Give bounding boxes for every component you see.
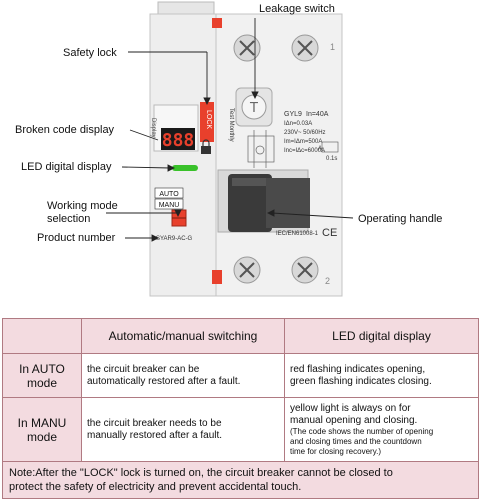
bottom-tab xyxy=(212,270,222,284)
table-note: Note:After the "LOCK" lock is turned on,… xyxy=(2,461,479,499)
spec-in: In=40A xyxy=(306,111,329,118)
callout-leakage-switch: Leakage switch xyxy=(259,3,335,15)
row-auto-display-line1: red flashing indicates opening, xyxy=(290,363,426,375)
led-indicator xyxy=(172,165,198,171)
callout-safety-lock: Safety lock xyxy=(63,47,117,59)
terminal-bottom-number: 2 xyxy=(325,276,330,286)
display-digits: 888 xyxy=(162,130,195,151)
callout-product-number: Product number xyxy=(37,232,116,244)
row-auto-switching: the circuit breaker can be automatically… xyxy=(81,353,285,398)
row-auto-switching-line1: the circuit breaker can be xyxy=(87,363,200,375)
row-manu-switching: the circuit breaker needs to be manually… xyxy=(81,397,285,462)
display-label: Display xyxy=(150,118,156,138)
breaker-diagram: 1 2 T GYL9 In=40A IΔn=0.03A 230V~ 50/60H… xyxy=(15,1,443,297)
mode-table: Automatic/manual switching LED digital d… xyxy=(2,318,479,499)
top-tab xyxy=(212,18,222,28)
callout-broken-code-display: Broken code display xyxy=(15,124,115,136)
table-row-manu: In MANU mode the circuit breaker needs t… xyxy=(2,397,479,462)
standard-label: IEC/EN61008-1 xyxy=(276,231,319,237)
circuit-symbol-icon xyxy=(247,130,275,168)
row-auto-mode: In AUTO mode xyxy=(2,353,82,398)
spec-im: Im=IΔm=500A xyxy=(284,139,322,145)
model-code: SYAR9-AC-G xyxy=(156,236,193,242)
switch-manu-label: MANU xyxy=(159,202,180,209)
left-module xyxy=(149,13,217,297)
row-auto-switching-line2: automatically restored after a fault. xyxy=(87,375,241,387)
callout-led-digital-display: LED digital display xyxy=(21,161,112,173)
spec-type: A xyxy=(318,146,322,152)
table-note-line2: protect the safety of electricity and pr… xyxy=(9,481,302,493)
spec-label: GYL9 In=40A IΔn=0.03A 230V~ 50/60Hz Im=I… xyxy=(284,111,339,162)
broken-code-display: 888 xyxy=(161,128,195,151)
operating-handle[interactable] xyxy=(217,169,310,233)
spec-inc: Inc=IΔc=6000A xyxy=(284,148,325,154)
table-note-line1: Note:After the "LOCK" lock is turned on,… xyxy=(9,467,393,479)
row-manu-mode-line2: mode xyxy=(26,429,58,444)
padlock-icon xyxy=(201,139,211,154)
table-header-empty xyxy=(2,318,82,354)
safety-lock[interactable]: LOCK xyxy=(200,102,214,142)
top-screw-right xyxy=(291,34,319,62)
spec-time: 0.1s xyxy=(326,156,337,162)
mode-switch-labels: AUTO MANU xyxy=(154,187,184,210)
table-header-row: Automatic/manual switching LED digital d… xyxy=(2,318,479,354)
row-manu-mode: In MANU mode xyxy=(2,397,82,462)
leader-lines xyxy=(106,18,354,242)
callout-working-mode-line2: selection xyxy=(47,213,91,225)
callout-operating-handle: Operating handle xyxy=(358,213,443,225)
lock-label: LOCK xyxy=(205,110,212,129)
row-manu-switching-line2: manually restored after a fault. xyxy=(87,429,223,441)
table-header-display: LED digital display xyxy=(284,318,479,354)
ce-mark: CE xyxy=(322,227,337,239)
table-note-row: Note:After the "LOCK" lock is turned on,… xyxy=(2,461,479,499)
bottom-screw-right xyxy=(291,256,319,284)
row-manu-display: yellow light is always on for manual ope… xyxy=(284,397,479,462)
test-monthly-label: Test Monthly xyxy=(228,108,234,142)
callout-working-mode-line1: Working mode xyxy=(47,200,118,212)
switch-auto-label: AUTO xyxy=(159,191,179,198)
row-auto-display-line2: green flashing indicates closing. xyxy=(290,375,432,387)
table-row-auto: In AUTO mode the circuit breaker can be … xyxy=(2,353,479,398)
row-auto-mode-line2: mode xyxy=(26,375,58,390)
test-button[interactable]: T xyxy=(235,87,273,127)
top-screw-left xyxy=(233,34,261,62)
terminal-top-number: 1 xyxy=(330,42,335,52)
svg-text:T: T xyxy=(249,101,258,116)
breaker-illustration: 1 2 T GYL9 In=40A IΔn=0.03A 230V~ 50/60H… xyxy=(106,1,354,297)
spec-idn: IΔn=0.03A xyxy=(284,121,312,127)
row-manu-mode-line1: In MANU xyxy=(17,415,67,430)
row-manu-display-note2: and closing times and the countdown xyxy=(290,436,422,446)
row-manu-display-note3: time for closing recovery.) xyxy=(290,446,381,456)
table-header-switching: Automatic/manual switching xyxy=(81,318,285,354)
row-manu-display-note1: (The code shows the number of opening xyxy=(290,426,434,436)
spec-model: GYL9 xyxy=(284,111,302,118)
bottom-screw-left xyxy=(233,256,261,284)
row-auto-mode-line1: In AUTO xyxy=(19,361,65,376)
mode-table-wrap: Automatic/manual switching LED digital d… xyxy=(2,318,479,499)
spec-voltage: 230V~ 50/60Hz xyxy=(284,130,326,136)
row-manu-switching-line1: the circuit breaker needs to be xyxy=(87,417,222,429)
row-manu-display-line2: manual opening and closing. xyxy=(290,414,418,426)
row-manu-display-line1: yellow light is always on for xyxy=(290,402,411,414)
row-auto-display: red flashing indicates opening, green fl… xyxy=(284,353,479,398)
right-module xyxy=(215,13,343,297)
